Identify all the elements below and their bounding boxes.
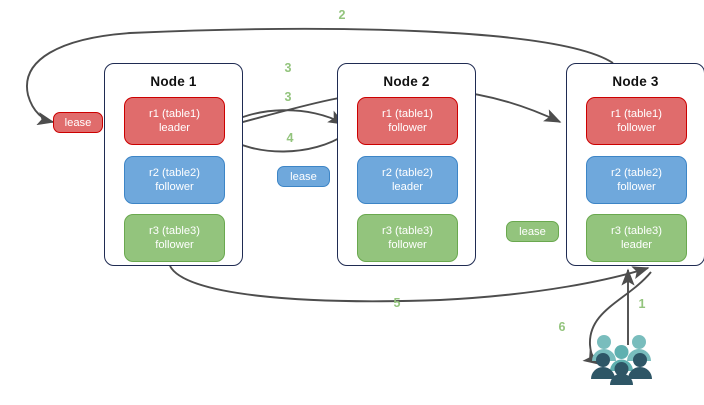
step-label-4: 4 <box>286 131 294 145</box>
step-label-3b: 3 <box>284 90 292 104</box>
replica-name: r1 (table1) <box>611 108 662 120</box>
node-title-node1: Node 1 <box>150 74 197 89</box>
replica-node3-r3[interactable]: r3 (table3) leader <box>586 214 687 262</box>
replica-node3-r2[interactable]: r2 (table2) follower <box>586 156 687 204</box>
node-title-node3: Node 3 <box>612 74 659 89</box>
replica-node2-r2[interactable]: r2 (table2) leader <box>357 156 458 204</box>
replica-name: r2 (table2) <box>149 167 200 179</box>
replica-node1-r2[interactable]: r2 (table2) follower <box>124 156 225 204</box>
lease-badge-blue[interactable]: lease <box>277 166 330 187</box>
node-title-node2: Node 2 <box>383 74 430 89</box>
lease-badge-green[interactable]: lease <box>506 221 559 242</box>
replica-role: leader <box>391 181 424 193</box>
step-label-2: 2 <box>338 8 346 22</box>
replica-name: r1 (table1) <box>382 108 433 120</box>
node-container-node2[interactable]: Node 2 r1 (table1) follower r2 (table2) … <box>337 63 476 266</box>
replica-name: r3 (table3) <box>382 225 433 237</box>
replica-role: follower <box>155 181 194 193</box>
replica-node1-r3[interactable]: r3 (table3) follower <box>124 214 225 262</box>
step-label-3a: 3 <box>284 61 292 75</box>
node-container-node1[interactable]: Node 1 r1 (table1) leader r2 (table2) fo… <box>104 63 243 266</box>
replica-name: r1 (table1) <box>149 108 200 120</box>
edge-step-5 <box>169 265 650 303</box>
replica-role: follower <box>388 122 427 134</box>
step-label-1: 1 <box>638 297 646 311</box>
replica-node2-r3[interactable]: r3 (table3) follower <box>357 214 458 262</box>
replica-node3-r1[interactable]: r1 (table1) follower <box>586 97 687 145</box>
lease-badge-red[interactable]: lease <box>53 112 103 133</box>
replica-name: r2 (table2) <box>382 167 433 179</box>
replica-name: r2 (table2) <box>611 167 662 179</box>
replica-role: follower <box>155 239 194 251</box>
node-container-node3[interactable]: Node 3 r1 (table1) follower r2 (table2) … <box>566 63 704 266</box>
step-label-5: 5 <box>393 296 401 310</box>
replica-role: follower <box>617 181 656 193</box>
replica-role: follower <box>388 239 427 251</box>
replica-name: r3 (table3) <box>611 225 662 237</box>
replica-name: r3 (table3) <box>149 225 200 237</box>
replica-role: leader <box>158 122 191 134</box>
replica-node2-r1[interactable]: r1 (table1) follower <box>357 97 458 145</box>
users-icon <box>591 335 652 385</box>
replica-node1-r1[interactable]: r1 (table1) leader <box>124 97 225 145</box>
step-label-6: 6 <box>558 320 566 334</box>
replica-role: follower <box>617 122 656 134</box>
replica-role: leader <box>620 239 653 251</box>
